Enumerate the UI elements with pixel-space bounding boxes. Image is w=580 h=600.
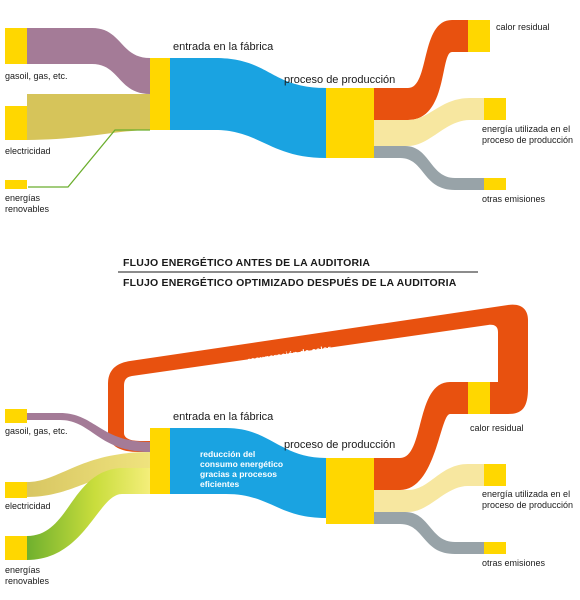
- label-used-energy-after-1: energía utilizada en el: [482, 489, 570, 499]
- label-gas: gasoil, gas, etc.: [5, 71, 68, 81]
- label-renewables-1: energías: [5, 193, 41, 203]
- label-reduction-3: gracias a procesos: [200, 469, 277, 479]
- flow-factory-to-production: [170, 58, 326, 158]
- input-block-gas: [5, 28, 27, 64]
- label-waste-heat: calor residual: [496, 22, 550, 32]
- label-used-energy-2: proceso de producción: [482, 135, 573, 145]
- label-renewables-after-1: energías: [5, 565, 41, 575]
- label-gas-after: gasoil, gas, etc.: [5, 426, 68, 436]
- label-reduction-4: eficientes: [200, 479, 239, 489]
- output-block-emissions: [484, 178, 506, 190]
- flow-factory-to-production-after: [170, 428, 326, 518]
- flow-emissions-after: [374, 512, 484, 554]
- input-block-electricity: [5, 106, 27, 140]
- flow-emissions: [374, 146, 484, 190]
- flow-waste-heat-after: [374, 382, 468, 490]
- flow-renewables-line: [28, 129, 150, 188]
- input-block-renewables-after: [5, 536, 27, 560]
- label-renewables-2: renovables: [5, 204, 50, 214]
- output-block-heat: [468, 20, 490, 52]
- label-emissions-after: otras emisiones: [482, 558, 546, 568]
- input-block-gas-after: [5, 409, 27, 423]
- header-after: FLUJO ENERGÉTICO OPTIMIZADO DESPUÉS DE L…: [123, 276, 457, 289]
- factory-entry-block-after: [150, 428, 170, 494]
- flow-heat-recovery-loop: [108, 304, 528, 452]
- label-factory-entry-after: entrada en la fábrica: [173, 411, 274, 423]
- flow-gas-after: [27, 413, 150, 452]
- production-block-after: [326, 458, 374, 524]
- label-factory-entry: entrada en la fábrica: [173, 41, 274, 53]
- diagram-before: gasoil, gas, etc. electricidad energías …: [5, 20, 573, 214]
- flow-waste-heat: [374, 20, 468, 120]
- output-block-used: [484, 98, 506, 120]
- flow-used-energy: [374, 98, 484, 146]
- label-production-after: proceso de producción: [284, 439, 395, 451]
- flow-renewables-after: [27, 468, 150, 560]
- label-used-energy-1: energía utilizada en el: [482, 124, 570, 134]
- header-before: FLUJO ENERGÉTICO ANTES DE LA AUDITORIA: [123, 256, 370, 269]
- input-block-renewables: [5, 180, 27, 189]
- label-electricity: electricidad: [5, 146, 51, 156]
- label-emissions: otras emisiones: [482, 194, 546, 204]
- input-block-electricity-after: [5, 482, 27, 498]
- label-reduction-1: reducción del: [200, 449, 255, 459]
- flow-electricity: [27, 94, 150, 140]
- flow-gas: [27, 28, 150, 94]
- label-reduction-2: consumo energético: [200, 459, 283, 469]
- production-block: [326, 88, 374, 158]
- output-block-used-after: [484, 464, 506, 486]
- label-renewables-after-2: renovables: [5, 576, 50, 586]
- output-block-emissions-after: [484, 542, 506, 554]
- headers: FLUJO ENERGÉTICO ANTES DE LA AUDITORIA F…: [118, 256, 478, 289]
- label-used-energy-after-2: proceso de producción: [482, 500, 573, 510]
- output-block-heat-after: [468, 382, 490, 414]
- label-electricity-after: electricidad: [5, 501, 51, 511]
- label-production: proceso de producción: [284, 74, 395, 86]
- label-waste-heat-after: calor residual: [470, 423, 524, 433]
- flow-electricity-after: [27, 452, 150, 497]
- diagram-after: recuperación de calor gasoil, gas, etc. …: [5, 304, 573, 586]
- flow-used-energy-after: [374, 464, 484, 512]
- factory-entry-block: [150, 58, 170, 130]
